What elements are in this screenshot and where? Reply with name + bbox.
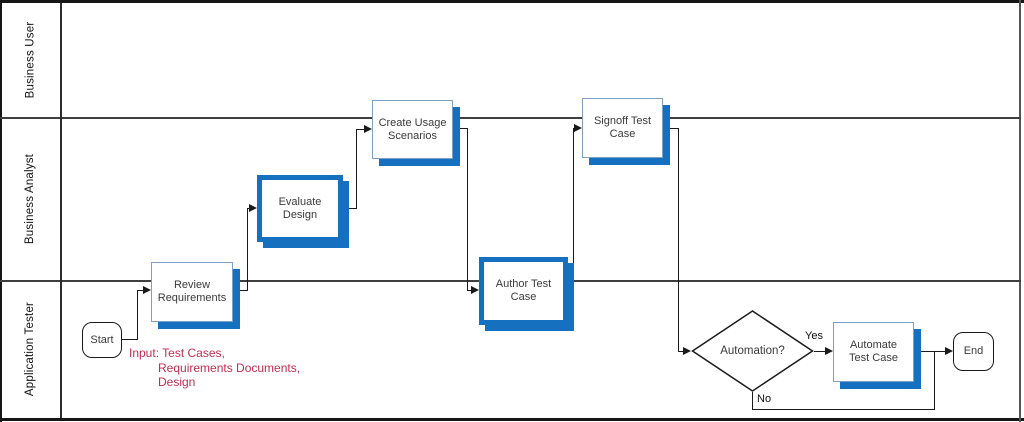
connector-decision-no — [752, 409, 935, 410]
annotation-line: Requirements Documents, — [158, 360, 301, 375]
lane-label-text: Application Tester — [24, 301, 37, 397]
annotation-line: Design — [158, 375, 196, 389]
node-label: Create Usage Scenarios — [378, 116, 447, 142]
connector-decision-no — [752, 392, 753, 410]
connector-review-evaluate — [247, 208, 248, 291]
node-label: End — [963, 345, 984, 357]
edge-label-no: No — [757, 393, 772, 405]
arrowhead — [143, 286, 151, 294]
connector-decision-no — [934, 352, 935, 410]
edge-label-yes: Yes — [805, 330, 823, 342]
lane-label-text: Business Analyst — [24, 153, 37, 244]
node-create-usage-scenarios: Create Usage Scenarios — [372, 100, 453, 159]
arrowhead — [471, 286, 479, 294]
arrowhead — [825, 347, 833, 355]
connector-create-author — [467, 128, 468, 291]
lane-label-text: Business User — [24, 21, 36, 99]
arrowhead — [574, 124, 582, 132]
node-evaluate-design: Evaluate Design — [257, 175, 343, 242]
node-label: Review Requirements — [157, 279, 227, 304]
diamond-shape — [691, 310, 814, 392]
node-start: Start — [82, 322, 122, 358]
connector-author-signoff — [573, 128, 574, 291]
lane-business-user: Business User — [0, 3, 60, 117]
node-signoff-test-case: Signoff Test Case — [582, 98, 663, 158]
node-label: Start — [90, 333, 114, 346]
node-label: Signoff Test Case — [593, 115, 652, 140]
connector-signoff-decision — [678, 128, 679, 352]
connector-signoff-decision — [678, 351, 683, 352]
connector-evaluate-create — [356, 129, 357, 209]
node-label: Automation? — [720, 345, 785, 357]
border-right — [1019, 0, 1021, 422]
lane-business-analyst: Business Analyst — [0, 117, 60, 280]
node-label: Evaluate Design — [278, 195, 322, 221]
node-label: Author Test Case — [495, 278, 552, 303]
connector-evaluate-create — [343, 208, 357, 209]
lane-application-tester: Application Tester — [0, 280, 60, 418]
connector-automate-end — [914, 351, 945, 352]
node-automate-test-case: Automate Test Case — [833, 322, 914, 382]
connector-review-evaluate — [233, 290, 248, 291]
border-top — [0, 0, 1024, 3]
connector-evaluate-create — [356, 129, 364, 130]
connector-decision-automate — [814, 351, 825, 352]
lane-label-column-divider — [60, 3, 62, 418]
connector-start-review — [137, 290, 144, 291]
arrowhead — [249, 204, 257, 212]
connector-start-review — [137, 290, 138, 340]
connector-author-signoff — [568, 290, 574, 291]
node-end: End — [953, 332, 994, 371]
annotation-input-note: Input: Test Cases, Requirements Document… — [129, 346, 300, 390]
connector-review-evaluate — [247, 208, 250, 209]
arrowhead — [945, 347, 953, 355]
node-decision-automation: Automation? — [691, 310, 814, 392]
connector-create-author — [467, 290, 471, 291]
connector-start-review — [121, 339, 138, 340]
node-review-requirements: Review Requirements — [151, 262, 233, 322]
border-bottom — [0, 418, 1024, 421]
node-author-test-case: Author Test Case — [479, 257, 568, 325]
annotation-line: Input: Test Cases, — [129, 346, 225, 360]
connector-signoff-decision — [663, 128, 679, 129]
arrowhead — [683, 347, 691, 355]
arrowhead — [364, 125, 372, 133]
node-label: Automate Test Case — [849, 339, 898, 364]
lane-divider-1 — [0, 117, 1021, 119]
border-left — [0, 0, 2, 422]
connector-create-author — [453, 128, 468, 129]
